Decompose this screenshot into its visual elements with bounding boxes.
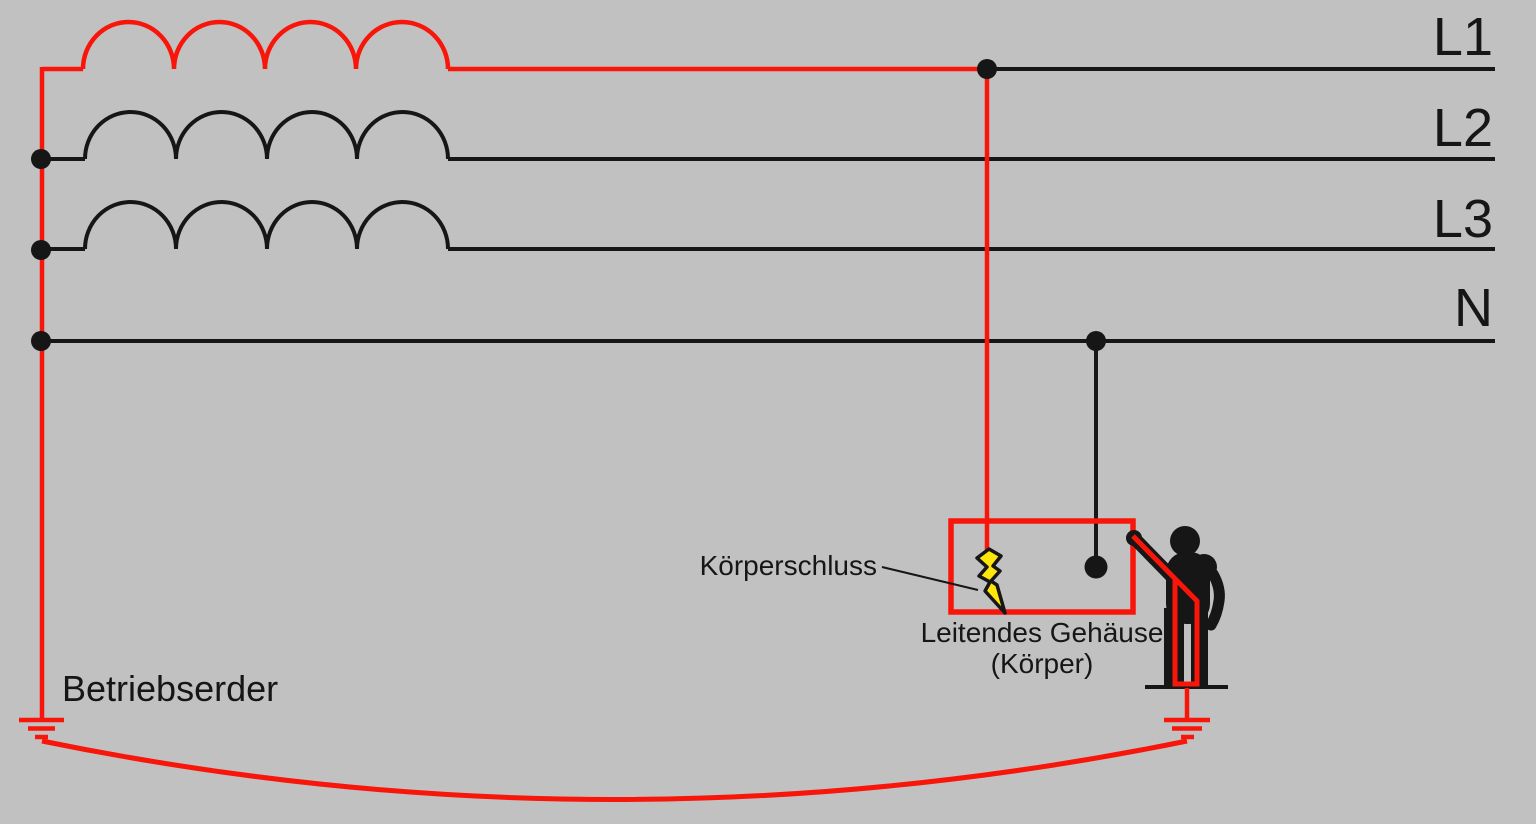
body-label: (Körper) (990, 648, 1094, 679)
person-current-path (1131, 534, 1200, 687)
fault-bolt-icon (975, 547, 1007, 615)
line-label-n: N (1454, 278, 1493, 338)
line-label-l1: L1 (1432, 7, 1493, 67)
junction-dot-l3 (31, 240, 51, 260)
conductive-enclosure-label: Leitendes Gehäuse (920, 617, 1164, 648)
junction-dot-n-tap (1086, 331, 1106, 351)
body-fault-label: Körperschluss (699, 550, 877, 581)
junction-dot-l2 (31, 149, 51, 169)
protective-earth-ground-icon (1164, 717, 1210, 740)
person-head (1170, 526, 1200, 556)
junction-dot-n (31, 331, 51, 351)
coil-l1-arcs (80, 19, 451, 70)
coil-l2 (41, 110, 450, 161)
coil-l2-arcs (83, 110, 450, 160)
coil-l1 (42, 19, 451, 72)
line-label-l2: L2 (1432, 98, 1493, 158)
earth-return-curve (41, 738, 1188, 802)
coil-l3 (41, 200, 450, 251)
operational-earth-ground-icon (19, 717, 64, 740)
person-hanging-arm (1205, 568, 1225, 631)
coil-l3-arcs (83, 200, 450, 250)
annotation-pointer-line (881, 566, 979, 591)
neutral-terminal-dot (1084, 555, 1108, 579)
operational-earth-label: Betriebserder (62, 668, 279, 709)
junction-dot-l1-tap (977, 59, 997, 79)
conductive-enclosure-box (948, 518, 1136, 615)
line-label-l3: L3 (1432, 189, 1493, 249)
